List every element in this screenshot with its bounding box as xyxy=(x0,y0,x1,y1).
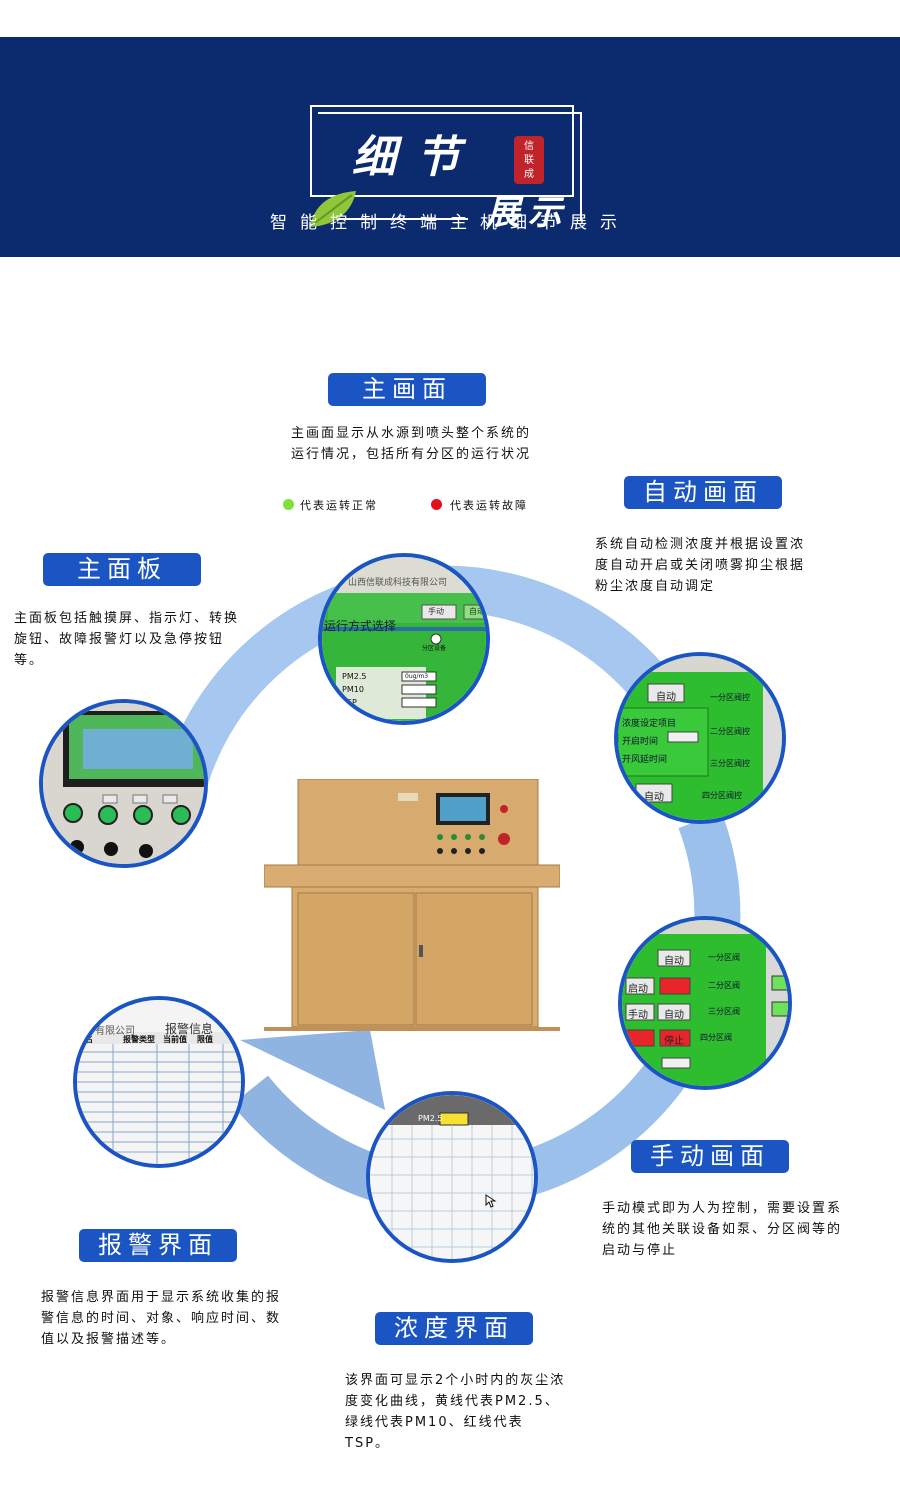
leaf-icon xyxy=(310,191,356,227)
thumb-manual-manual-btn: 手动 xyxy=(628,1010,648,1021)
thumb-auto-button: 自动 xyxy=(469,607,485,616)
thumb-auto-zone4: 四分区阀控 xyxy=(702,791,742,800)
desc-alarm-screen: 报警信息界面用于显示系统收集的报警信息的时间、对象、响应时间、数值以及报警描述等… xyxy=(41,1290,282,1347)
thumb-auto-row2: 开启时间 xyxy=(622,737,659,747)
thumb-auto-row1: 浓度设定项目 xyxy=(622,719,677,729)
thumb-auto-button-text: 自动 xyxy=(656,692,676,703)
section-title-alarm-screen: 报警界面 xyxy=(79,1229,237,1262)
thumb-pm10-label: PM10 xyxy=(342,685,364,694)
green-status-dot xyxy=(283,499,294,510)
title-frame-line xyxy=(318,218,468,220)
thumb-company-text: 山西信联成科技有限公司 xyxy=(348,578,448,588)
thumb-manual-start-btn: 启动 xyxy=(628,984,648,995)
header-banner: 细节 信 联 成 展示 智能控制终端主机细节展示 xyxy=(0,37,900,257)
thumb-manual-auto-btn2: 自动 xyxy=(664,1010,684,1021)
title-frame xyxy=(310,105,574,197)
desc-manual-screen: 手动模式即为人为控制，需要设置系统的其他关联设备如泵、分区阀等的启动与停止 xyxy=(602,1201,843,1258)
desc-main-panel: 主面板包括触摸屏、指示灯、转换旋钮、故障报警灯以及急停按钮等。 xyxy=(14,611,240,668)
thumb-main-screen: 山西信联成科技有限公司 运行方式选择 手动 自动 分区设备 PM2.5 PM10… xyxy=(318,553,490,725)
thumb-alarm-col2: 报警类型 xyxy=(123,1035,155,1044)
section-title-main-panel: 主面板 xyxy=(43,553,201,586)
thumb-alarm-company: 有限公司 xyxy=(95,1026,135,1037)
control-cabinet-image xyxy=(264,779,560,1031)
thumb-manual-zone1: 一分区阀 xyxy=(708,953,740,962)
thumb-area-label: 分区设备 xyxy=(422,645,447,652)
section-title-main-screen: 主画面 xyxy=(328,373,486,406)
thumb-density-pm25-label: PM2.5 xyxy=(418,1114,443,1123)
legend-red-label: 代表运转故障 xyxy=(450,499,528,512)
desc-density-screen: 该界面可显示2个小时内的灰尘浓度变化曲线，黄线代表PM2.5、绿线代表PM10、… xyxy=(345,1373,566,1451)
thumb-manual-button: 手动 xyxy=(428,607,444,616)
thumb-auto-zone3: 三分区阀控 xyxy=(710,759,750,768)
thumb-pm25-label: PM2.5 xyxy=(342,672,367,681)
thumb-alarm-title: 报警信息 xyxy=(165,1022,214,1036)
thumb-main-panel xyxy=(39,699,208,868)
desc-main-screen: 主画面显示从水源到喷头整个系统的运行情况，包括所有分区的运行状况 xyxy=(291,426,532,462)
thumb-auto-zone2: 二分区阀控 xyxy=(710,727,750,736)
thumb-manual-stop-btn: 停止 xyxy=(664,1036,684,1047)
thumb-manual-zone2: 二分区阀 xyxy=(708,981,740,990)
thumb-tsp-label: TSP xyxy=(342,698,357,707)
desc-auto-screen: 系统自动检测浓度并根据设置浓度自动开启或关闭喷雾抑尘根据粉尘浓度自动调定 xyxy=(595,537,806,594)
thumb-auto-row3: 开风延时间 xyxy=(622,755,668,765)
section-title-density-screen: 浓度界面 xyxy=(375,1312,533,1345)
thumb-mode-label: 运行方式选择 xyxy=(324,619,397,633)
thumb-manual-zone4: 四分区阀 xyxy=(700,1033,732,1042)
header-title-part1: 细节 xyxy=(352,132,480,183)
thumb-auto-zone1: 一分区阀控 xyxy=(710,693,750,702)
thumb-auto-screen: 自动 浓度设定项目 开启时间 开风延时间 一分区阀控 二分区阀控 三分区阀控 四… xyxy=(614,652,786,824)
thumb-alarm-screen: 有限公司 报警信息 名 报警类型 当前值 限值 报 xyxy=(73,996,245,1168)
header-subtitle: 智能控制终端主机细节展示 xyxy=(270,213,630,233)
section-title-manual-screen: 手动画面 xyxy=(631,1140,789,1173)
thumb-alarm-col3: 当前值 xyxy=(163,1035,187,1044)
header-title-part2: 展示 xyxy=(486,193,570,233)
thumb-alarm-col5: 报 xyxy=(231,1035,239,1044)
legend-green-label: 代表运转正常 xyxy=(300,499,378,512)
thumb-density-screen: PM2.5 xyxy=(366,1091,538,1263)
title-frame-offset xyxy=(318,112,582,220)
thumb-unit-value: 0ug/m3 xyxy=(405,673,429,680)
thumb-auto-button2-text: 自动 xyxy=(644,792,664,803)
thumb-manual-zone3: 三分区阀 xyxy=(708,1007,740,1016)
section-title-auto-screen: 自动画面 xyxy=(624,476,782,509)
thumb-alarm-col1: 名 xyxy=(85,1035,93,1044)
thumb-alarm-col4: 限值 xyxy=(197,1035,213,1044)
thumb-manual-auto-btn: 自动 xyxy=(664,956,684,967)
red-status-dot xyxy=(431,499,442,510)
brand-seal: 信 联 成 xyxy=(514,136,544,184)
thumb-manual-screen: 自动 启动 手动 自动 停止 一分区阀 二分区阀 三分区阀 四分区阀 xyxy=(618,916,792,1090)
